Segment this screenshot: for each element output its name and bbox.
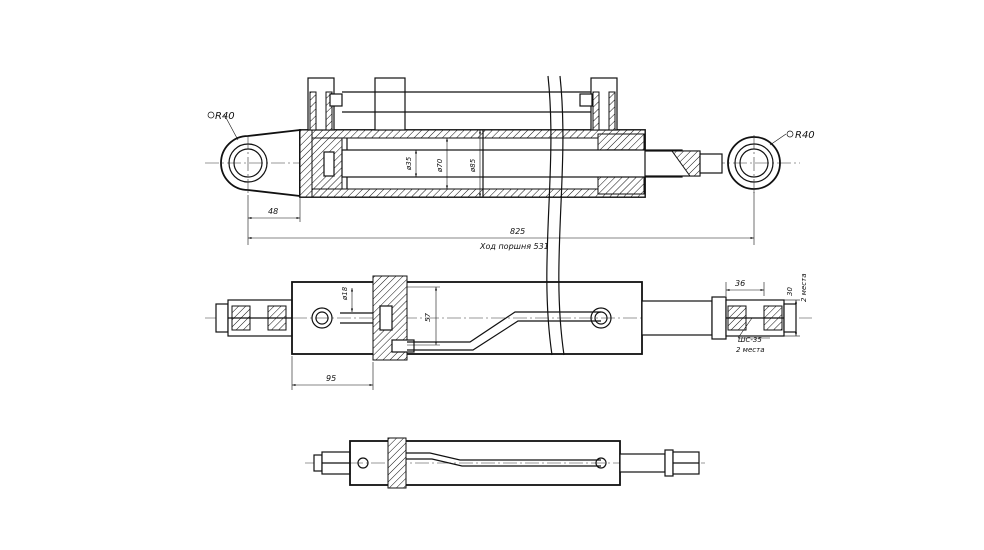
dia-outer-label: ø85	[469, 158, 477, 173]
dia-rod-label: ø35	[405, 156, 413, 171]
section-view: R40 R40 ø35 ø70 ø85 48 825 Ход поршня 53…	[205, 75, 815, 356]
overall-length-label: 825	[510, 227, 525, 236]
two-places-1-label: 2 места	[800, 274, 808, 302]
dia-bore-label: ø70	[436, 158, 444, 173]
pin-dia-label: ШС-35	[738, 336, 762, 344]
dim-30-label: 30	[786, 287, 794, 296]
piston-stroke-label: Ход поршня 531	[479, 242, 549, 251]
dim-57-label: 57	[424, 313, 432, 322]
radius-left-label: R40	[215, 111, 235, 122]
port-bracket	[342, 77, 598, 131]
dim-36-label: 36	[735, 279, 745, 288]
port-right	[579, 77, 618, 131]
two-places-2-label: 2 места	[736, 346, 764, 354]
dim-95-label: 95	[326, 374, 336, 383]
left-eye-mount	[220, 128, 301, 198]
overview-view	[305, 437, 705, 489]
right-eye-mount	[644, 135, 781, 193]
radius-right-label: R40	[795, 130, 815, 141]
dim-48-label: 48	[268, 207, 278, 216]
cylinder-barrel	[299, 129, 683, 198]
port-left	[307, 77, 343, 131]
top-view: ø18 57 95 36 30 2 места ШС-35 2 места	[205, 274, 812, 390]
dia-port-label: ø18	[341, 286, 349, 301]
break-line	[546, 75, 553, 356]
